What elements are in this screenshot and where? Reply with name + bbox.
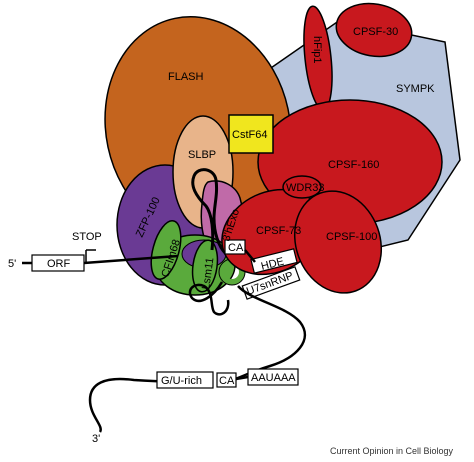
hde-label: HDE xyxy=(260,256,285,273)
wdr33-label: WDR33 xyxy=(286,182,325,194)
rna-lower-loop xyxy=(188,281,230,316)
cpsf100-label: CPSF-100 xyxy=(326,231,377,243)
rna-ca-hde-line xyxy=(244,249,256,263)
hde-box xyxy=(250,248,298,274)
ca-top-box xyxy=(224,239,246,255)
five-prime-label: 5' xyxy=(8,258,16,270)
sympk-label: SYMPK xyxy=(396,83,435,95)
credit-text: Current Opinion in Cell Biology xyxy=(330,446,454,456)
cpsf160-label: CPSF-160 xyxy=(328,159,379,171)
rna-ca-aauaaa-line xyxy=(235,375,249,381)
cpsf73-label: CPSF-73 xyxy=(256,225,301,237)
gu-rich-box xyxy=(156,371,214,389)
ca-top-label: CA xyxy=(228,242,244,254)
cpsf30-label: CPSF-30 xyxy=(353,26,398,38)
cstf64-label: CstF64 xyxy=(232,129,267,141)
cpsf30-shape xyxy=(335,2,413,58)
orf-label: ORF xyxy=(47,258,71,270)
ca-bottom-label: CA xyxy=(219,375,235,387)
lsm11-label: Lsm11 xyxy=(200,257,216,291)
flash-label: FLASH xyxy=(168,71,204,83)
lsm11-shape xyxy=(191,239,219,293)
three-prime-label: 3' xyxy=(92,433,100,445)
stop-label: STOP xyxy=(72,231,102,243)
wdr33-shape xyxy=(282,175,322,199)
slbp-label: SLBP xyxy=(188,149,216,161)
gu-rich-label: G/U-rich xyxy=(161,375,202,387)
ca-bottom-box xyxy=(216,372,237,388)
rna-orf-line xyxy=(83,254,179,265)
stem-loop-rna xyxy=(191,168,228,256)
cpsf100-shape xyxy=(293,190,383,294)
cstf64-box xyxy=(228,114,274,154)
rna-3prime-tail xyxy=(88,285,307,433)
cfim68-shape xyxy=(150,220,182,280)
auauaa-label: AAUAAA xyxy=(251,372,296,384)
hfip1-label: hFip1 xyxy=(311,36,323,64)
orf-box xyxy=(31,254,85,272)
